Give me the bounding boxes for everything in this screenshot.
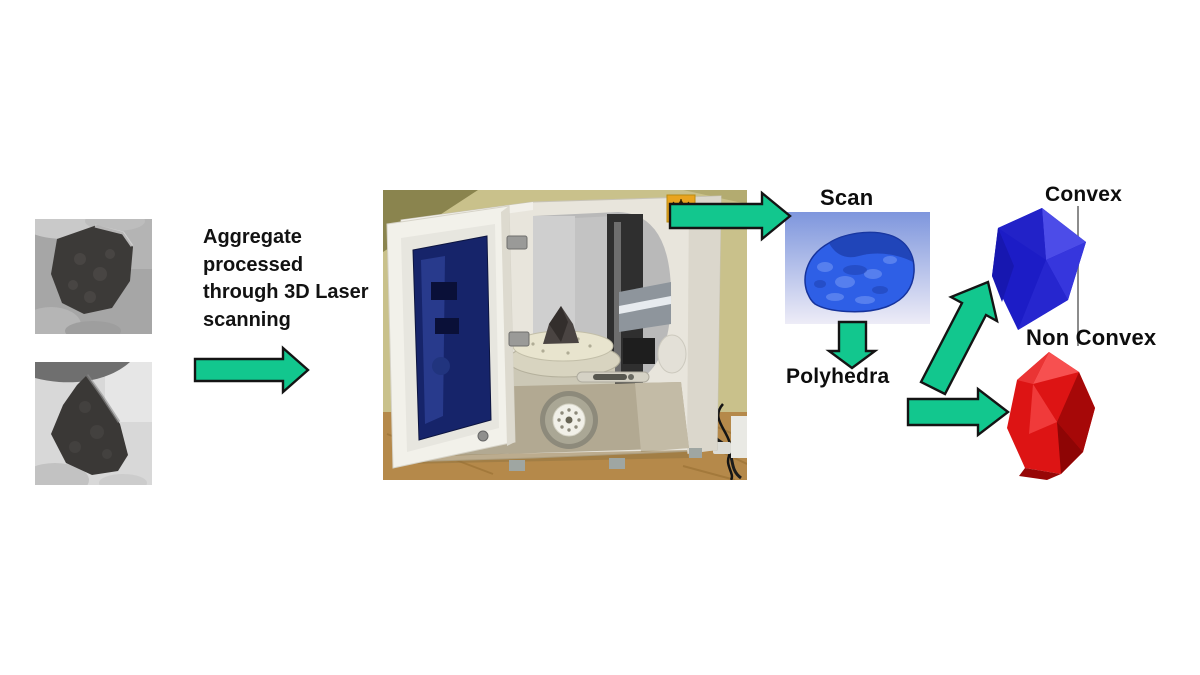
- scan-label: Scan: [820, 185, 874, 210]
- door-hinge-bottom: [508, 331, 530, 347]
- arrow-scanner-to-scan: [668, 190, 792, 242]
- scan-model-image: [785, 212, 930, 324]
- caption-line: through 3D Laser: [203, 281, 369, 303]
- aggregate-sample-photo-1: [35, 219, 152, 334]
- caption-line: scanning: [203, 308, 291, 331]
- axis-line: [1077, 206, 1079, 346]
- non-convex-label: Non Convex: [1026, 325, 1157, 350]
- convex-label: Convex: [1045, 183, 1123, 206]
- door-handle-recess: [657, 334, 687, 374]
- arrow-scan-to-polyhedra: [825, 320, 879, 370]
- arrow-polyhedra-to-convex: [919, 280, 999, 396]
- aggregate-sample-photo-2: [35, 362, 152, 485]
- laser-scanner-photo: [383, 190, 747, 480]
- aggregate-rock-1: [51, 225, 133, 314]
- non-convex-model: [1007, 352, 1095, 480]
- door-hinge-top: [506, 235, 528, 250]
- arrow-aggregate-to-scanner: [193, 345, 310, 395]
- convex-model: [992, 208, 1086, 330]
- caption-line: Aggregate: [203, 226, 302, 248]
- caption-line: processed: [203, 253, 304, 276]
- polyhedra-label: Polyhedra: [786, 365, 890, 388]
- caption-aggregate-processing: Aggregate processed through 3D Laser sca…: [203, 224, 388, 334]
- arrow-polyhedra-to-nonconvex: [906, 386, 1010, 438]
